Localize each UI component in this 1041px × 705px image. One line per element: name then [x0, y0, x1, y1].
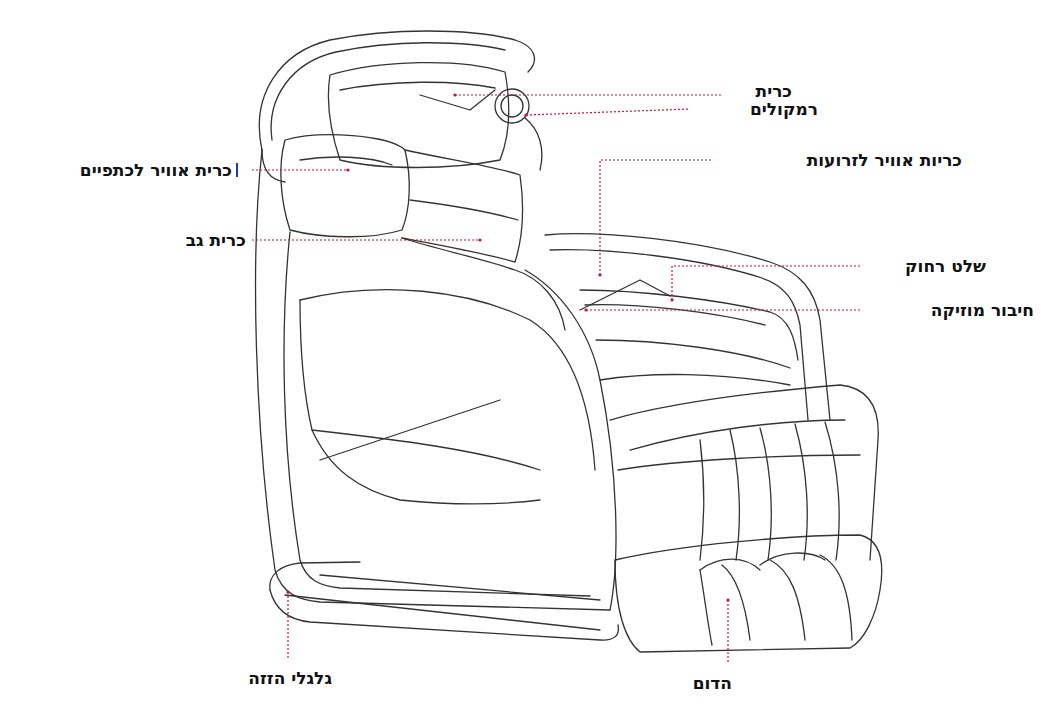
- leader-dots: [286, 93, 729, 601]
- marker-tick: [236, 163, 238, 177]
- part-label: חיבור מוזיקה: [931, 299, 1034, 321]
- part-label: שלט רחוק: [905, 255, 986, 277]
- part-label: הדום: [693, 672, 732, 694]
- part-label: כריות אוויר לזרועות: [807, 149, 962, 171]
- chair-outline: [256, 31, 882, 652]
- part-label: רמקולים: [750, 98, 818, 120]
- part-label: כרית גב: [186, 229, 246, 251]
- leader-lines: [252, 95, 862, 664]
- part-label: כרית אוויר לכתפיים: [80, 159, 232, 181]
- part-label: גלגלי הזזה: [248, 667, 332, 689]
- part-label: כרית: [756, 80, 792, 102]
